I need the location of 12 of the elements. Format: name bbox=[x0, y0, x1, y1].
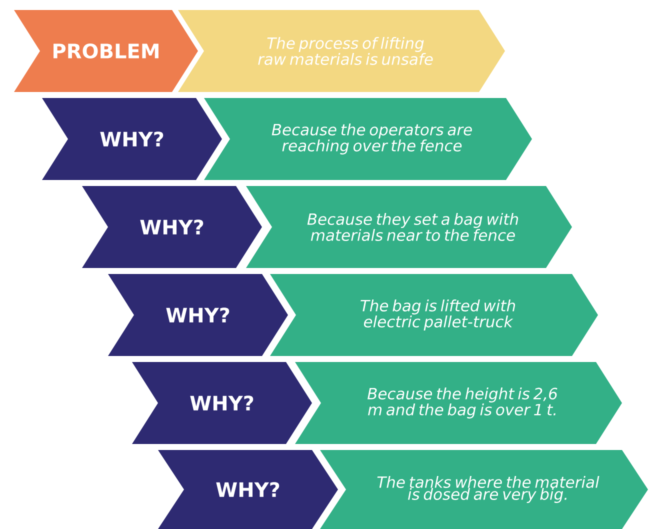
chevron-label: WHY? bbox=[132, 362, 312, 444]
chevron-label: WHY? bbox=[108, 274, 288, 356]
chevron-box: Because the height is 2,6 m and the bag is over 1 t. bbox=[295, 362, 622, 444]
chevron-box: The bag is lifted with electric pallet-truck bbox=[270, 274, 598, 356]
chevron-label: WHY? bbox=[42, 98, 222, 180]
chevron-label: WHY? bbox=[158, 450, 338, 529]
chevron-box: The process of lifting raw materials is unsafe bbox=[178, 10, 505, 92]
chevron-label: PROBLEM bbox=[14, 10, 198, 92]
chevron-box: The tanks where the material is dosed are very big. bbox=[320, 450, 648, 529]
chevron-box: Because the operators are reaching over the fence bbox=[204, 98, 532, 180]
chevron-label: WHY? bbox=[82, 186, 262, 268]
chevron-box: Because they set a bag with materials near to the fence bbox=[246, 186, 572, 268]
